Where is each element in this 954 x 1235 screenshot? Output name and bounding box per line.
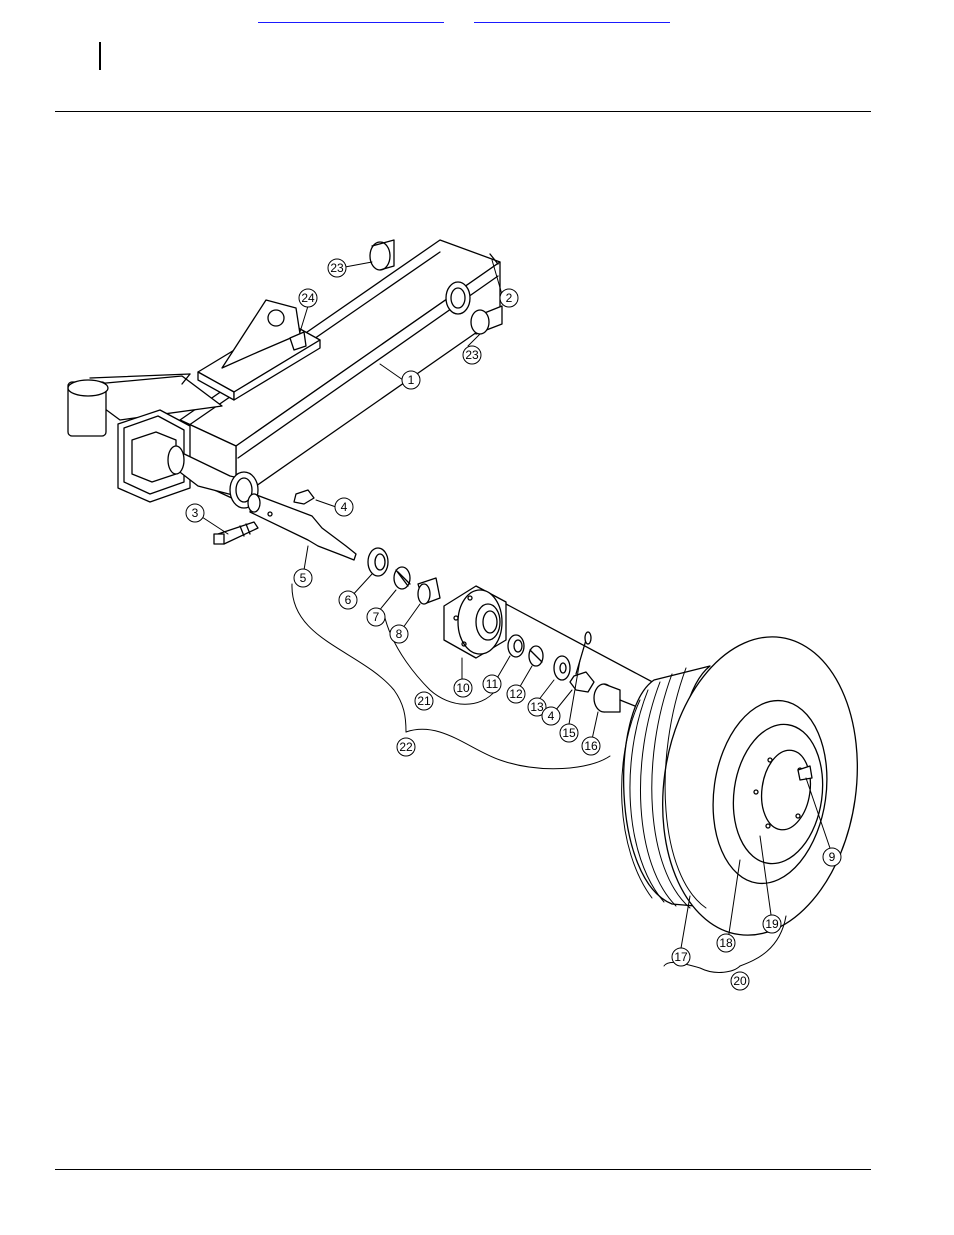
callout-19: 19 [765, 917, 779, 931]
callout-20: 20 [733, 974, 747, 988]
callout-6: 6 [345, 593, 352, 607]
callout-17: 17 [674, 950, 688, 964]
callout-16: 16 [584, 739, 598, 753]
callout-2: 2 [506, 291, 513, 305]
hub-assembly [367, 547, 661, 717]
callout-4-nut: 4 [341, 500, 348, 514]
callout-3: 3 [192, 506, 199, 520]
callout-21: 21 [417, 694, 431, 708]
callout-22: 22 [399, 740, 413, 754]
header-link-1[interactable] [258, 8, 444, 23]
header-rule [55, 111, 871, 112]
callout-23-right: 23 [465, 348, 479, 362]
callouts [185, 258, 842, 991]
spindle-assembly [213, 489, 357, 561]
callout-13: 13 [530, 700, 544, 714]
callout-15: 15 [562, 726, 576, 740]
axle-frame [67, 239, 503, 509]
callout-1: 1 [408, 373, 415, 387]
callout-12: 12 [509, 687, 523, 701]
callout-18: 18 [719, 936, 733, 950]
tire-and-wheel [621, 636, 858, 936]
callout-5: 5 [300, 571, 307, 585]
callout-8: 8 [396, 627, 403, 641]
callout-4-castle-nut: 4 [548, 709, 555, 723]
callout-11: 11 [486, 677, 499, 691]
callout-9: 9 [829, 850, 836, 864]
header-link-2[interactable] [474, 8, 670, 23]
revision-change-bar [99, 42, 101, 70]
callout-24: 24 [301, 291, 315, 305]
footer-rule [55, 1169, 871, 1170]
callout-23-top: 23 [330, 261, 344, 275]
callout-10: 10 [456, 681, 470, 695]
callout-7: 7 [373, 610, 380, 624]
